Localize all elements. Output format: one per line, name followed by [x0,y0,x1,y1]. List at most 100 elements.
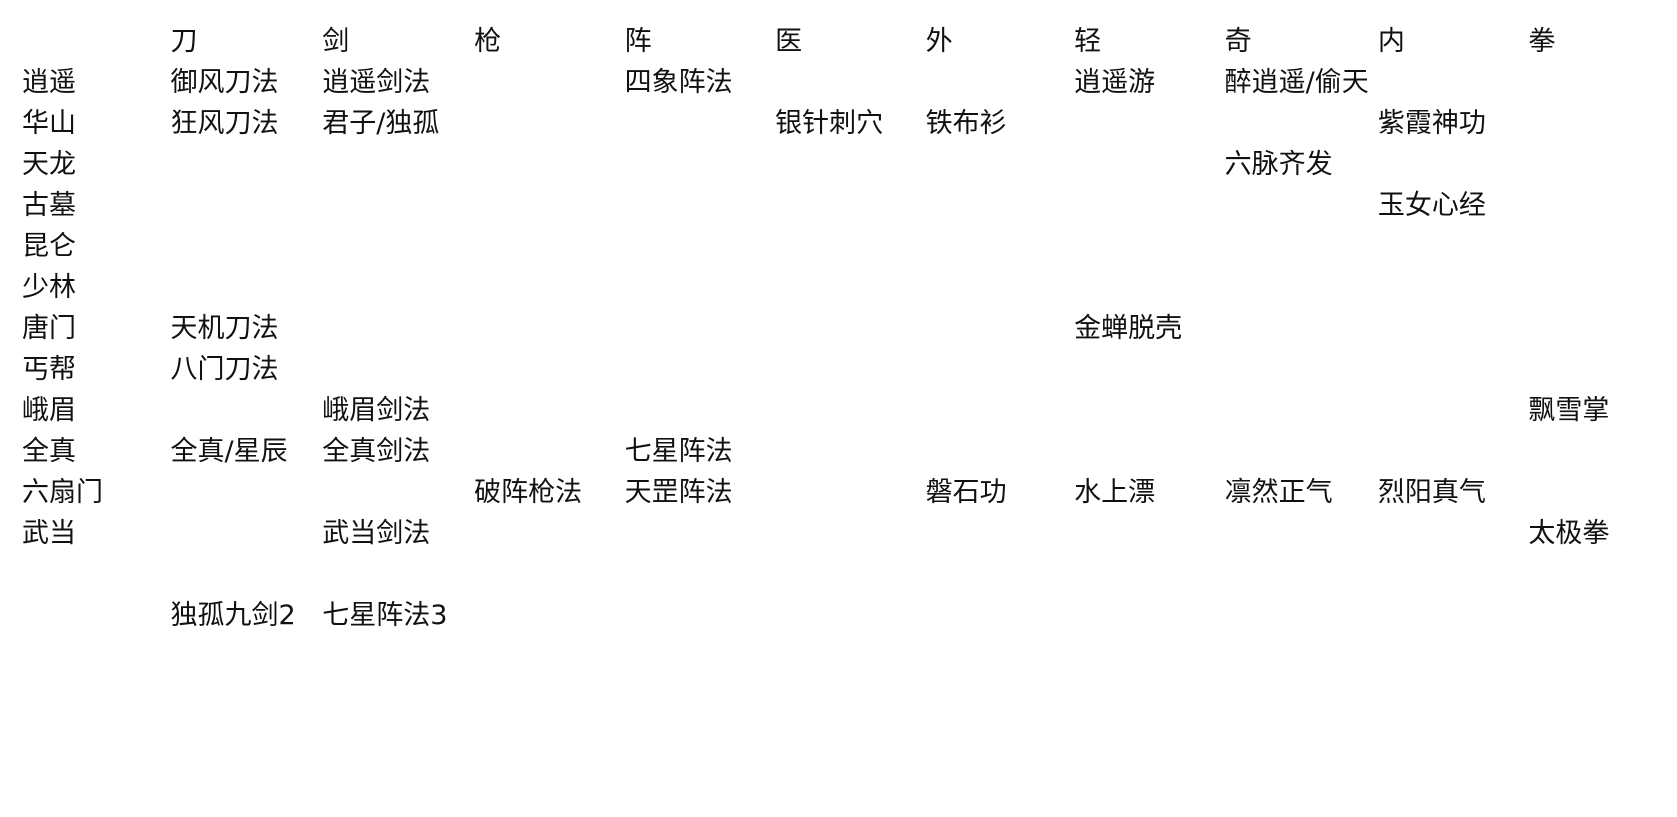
table-cell [775,62,926,103]
table-cell [775,267,926,308]
table-cell [1074,103,1225,144]
skill-sheet-table: 刀剑枪阵医外轻奇内拳逍遥御风刀法逍遥剑法四象阵法逍遥游醉逍遥/偷天华山狂风刀法君… [22,21,1677,636]
table-cell [322,144,474,185]
table-cell [1225,308,1378,349]
column-header: 医 [775,26,803,57]
table-cell [625,103,776,144]
table-cell [170,185,322,226]
table-cell [775,472,926,513]
table-row: 六扇门破阵枪法天罡阵法磐石功水上漂凛然正气烈阳真气 [22,472,1677,513]
table-cell [1225,267,1378,308]
table-cell [1528,431,1677,472]
table-cell: 狂风刀法 [170,108,279,139]
row-header: 全真 [22,436,76,467]
table-cell [322,349,474,390]
table-cell [474,349,625,390]
table-cell [926,144,1074,185]
table-cell [1225,554,1378,595]
table-cell [322,185,474,226]
table-cell [474,554,625,595]
table-cell [625,595,776,636]
table-cell: 武当剑法 [322,518,431,549]
table-row: 全真全真/星辰全真剑法七星阵法 [22,431,1677,472]
row-header: 唐门 [22,313,76,344]
table-cell [775,554,926,595]
table-cell [926,595,1074,636]
table-cell [1074,390,1225,431]
column-header: 轻 [1074,26,1102,57]
table-cell: 七星阵法3 [322,600,448,631]
table-cell: 醉逍遥/偷天 [1224,67,1369,98]
row-header: 古墓 [22,190,76,221]
table-cell [926,62,1074,103]
table-cell [1074,185,1225,226]
table-cell [1378,267,1529,308]
table-cell [926,554,1074,595]
table-cell [1074,144,1225,185]
table-cell [926,390,1074,431]
table-cell: 玉女心经 [1377,190,1486,221]
table-cell [322,308,474,349]
table-row: 华山狂风刀法君子/独孤银针刺穴铁布衫紫霞神功 [22,103,1677,144]
table-cell: 银针刺穴 [775,108,884,139]
column-header: 刀 [170,26,198,57]
table-cell [170,267,322,308]
column-header: 拳 [1528,26,1556,57]
table-row: 峨眉峨眉剑法飘雪掌 [22,390,1677,431]
table-cell [322,226,474,267]
row-header: 华山 [22,108,76,139]
table-cell [322,472,474,513]
table-cell [1528,472,1677,513]
table-cell [926,308,1074,349]
table-cell [1528,267,1677,308]
row-header: 丐帮 [22,354,76,385]
table-cell [1528,185,1677,226]
table-cell [926,431,1074,472]
table-cell [625,308,776,349]
table-cell [1378,513,1529,554]
table-cell: 峨眉剑法 [322,395,431,426]
table-cell [926,267,1074,308]
table-cell [322,554,474,595]
table-cell [775,185,926,226]
table-row: 唐门天机刀法金蝉脱壳 [22,308,1677,349]
table-cell [1378,595,1529,636]
table-cell [775,390,926,431]
table-cell: 君子/独孤 [322,108,440,139]
table-cell [1528,349,1677,390]
table-cell [625,554,776,595]
table-cell [1225,349,1378,390]
table-cell [1225,390,1378,431]
table-cell: 凛然正气 [1224,477,1333,508]
column-header: 枪 [474,26,502,57]
table-cell: 天机刀法 [170,313,279,344]
table-cell [1378,349,1529,390]
table-cell [1528,554,1677,595]
table-cell: 全真/星辰 [170,436,288,467]
table-cell [1074,431,1225,472]
table-cell: 破阵枪法 [474,477,583,508]
table-cell [170,554,322,595]
table-cell [474,513,625,554]
table-cell [474,185,625,226]
row-header: 六扇门 [22,477,103,508]
table-row [22,554,1677,595]
table-cell [1225,431,1378,472]
row-header [22,554,170,595]
table-cell: 八门刀法 [170,354,279,385]
sheet-body: 刀剑枪阵医外轻奇内拳逍遥御风刀法逍遥剑法四象阵法逍遥游醉逍遥/偷天华山狂风刀法君… [22,21,1677,636]
table-cell [775,226,926,267]
table-cell [926,185,1074,226]
table-cell [1528,144,1677,185]
table-cell [474,308,625,349]
table-cell [170,226,322,267]
table-cell [1074,349,1225,390]
table-cell [474,595,625,636]
table-cell [775,349,926,390]
table-cell [1378,554,1529,595]
table-cell [474,144,625,185]
table-cell [1378,431,1529,472]
table-cell [170,144,322,185]
table-cell [1528,103,1677,144]
